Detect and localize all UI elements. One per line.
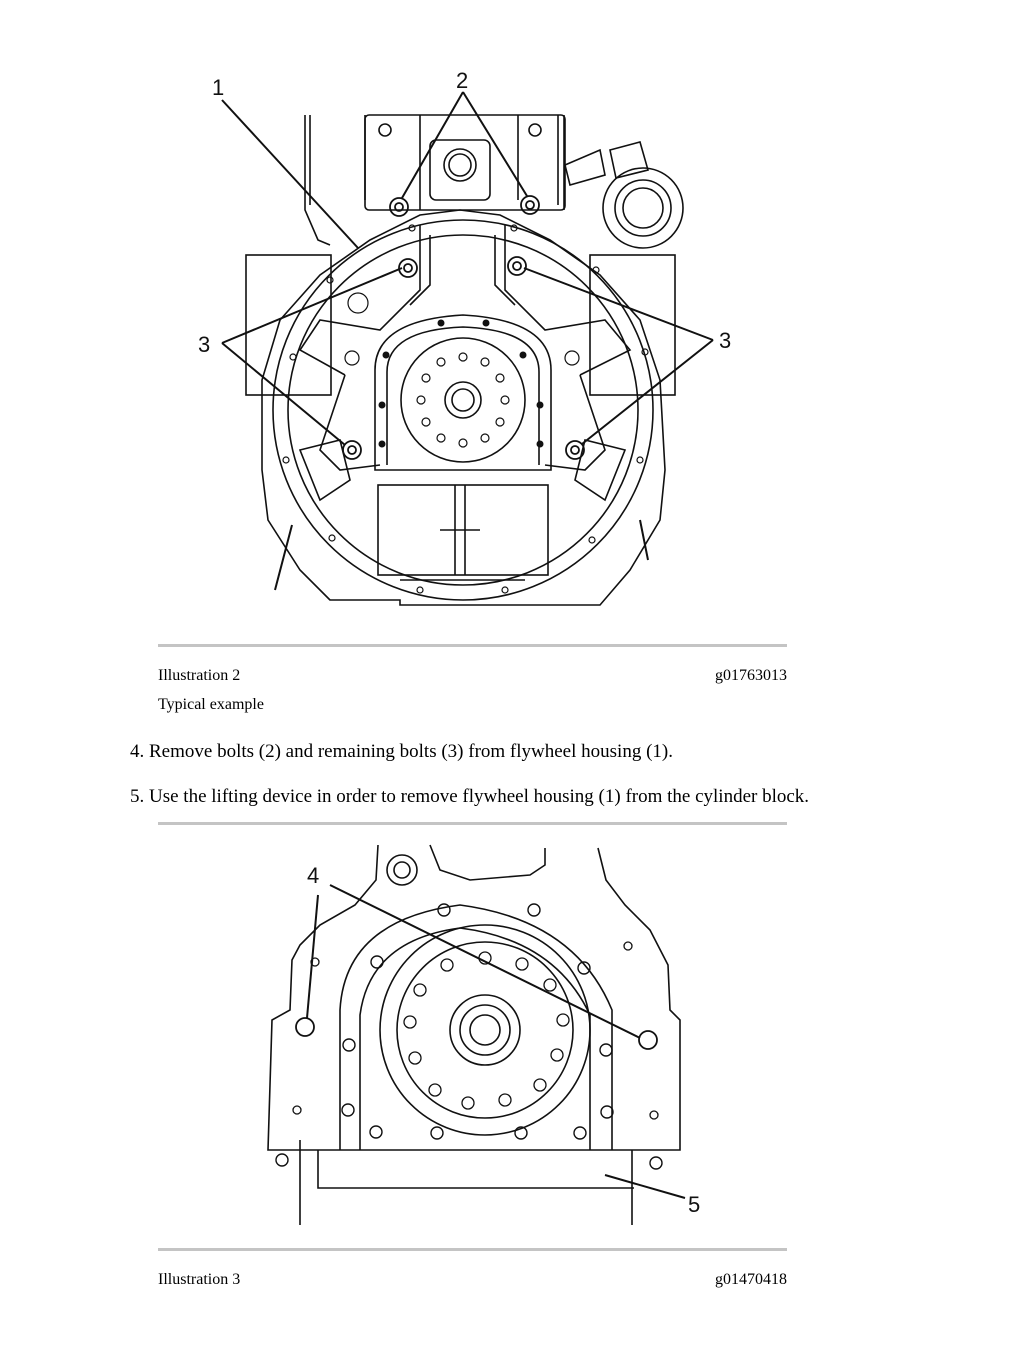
callout-2: 2 [456, 68, 468, 93]
leader-3-left [221, 267, 403, 446]
crankshaft-flange [379, 924, 591, 1136]
illustration-3-label: Illustration 3 [158, 1271, 241, 1288]
illustration-2-subcaption: Typical example [158, 696, 264, 713]
callout-3-right: 3 [719, 328, 731, 353]
illustration-3-drawing: 4 5 [267, 844, 700, 1225]
illustration-3-top-rule [158, 822, 787, 825]
illustration-2-id: g01763013 [715, 667, 787, 684]
block-boss-inner [429, 139, 491, 201]
bolt-2-right [520, 195, 540, 215]
illustration-2-label: Illustration 2 [158, 667, 241, 684]
engine-block-top [304, 115, 565, 246]
bolt-3-lower-right [565, 440, 585, 460]
flywheel-housing-outline [261, 209, 666, 606]
step-4: 4. Remove bolts (2) and remaining bolts … [130, 741, 673, 762]
fitting-circle [602, 167, 684, 249]
illustration-2-drawing: 1 2 3 3 [198, 68, 731, 606]
illustration-3-id: g01470418 [715, 1271, 787, 1288]
callout-1: 1 [212, 75, 224, 100]
bolt-3-upper-right [507, 256, 527, 276]
callout-5: 5 [688, 1192, 700, 1217]
dowel-4-right [638, 1030, 658, 1050]
illustration-2-rule [158, 644, 787, 647]
leader-1 [221, 99, 359, 249]
callout-3-left: 3 [198, 332, 210, 357]
leader-3-right [523, 267, 714, 445]
leader-2 [401, 91, 528, 199]
cylinder-block-outline [267, 844, 681, 1151]
bolt-3-lower-left [342, 440, 362, 460]
leader-5 [604, 1174, 686, 1199]
illustration-3-rule [158, 1248, 787, 1251]
bolt-3-upper-left [398, 258, 418, 278]
rear-seal-housing [374, 314, 552, 471]
bolt-2-left [389, 197, 409, 217]
leader-4-left [306, 894, 319, 1019]
plug-hex [386, 854, 418, 886]
crankshaft-flange [400, 337, 526, 463]
rear-seal-outline [339, 904, 613, 1150]
block-boss [364, 114, 566, 211]
callout-4: 4 [307, 863, 319, 888]
leader-4-right [329, 884, 641, 1039]
step-5: 5. Use the lifting device in order to re… [130, 786, 810, 807]
dowel-4-left [295, 1017, 315, 1037]
